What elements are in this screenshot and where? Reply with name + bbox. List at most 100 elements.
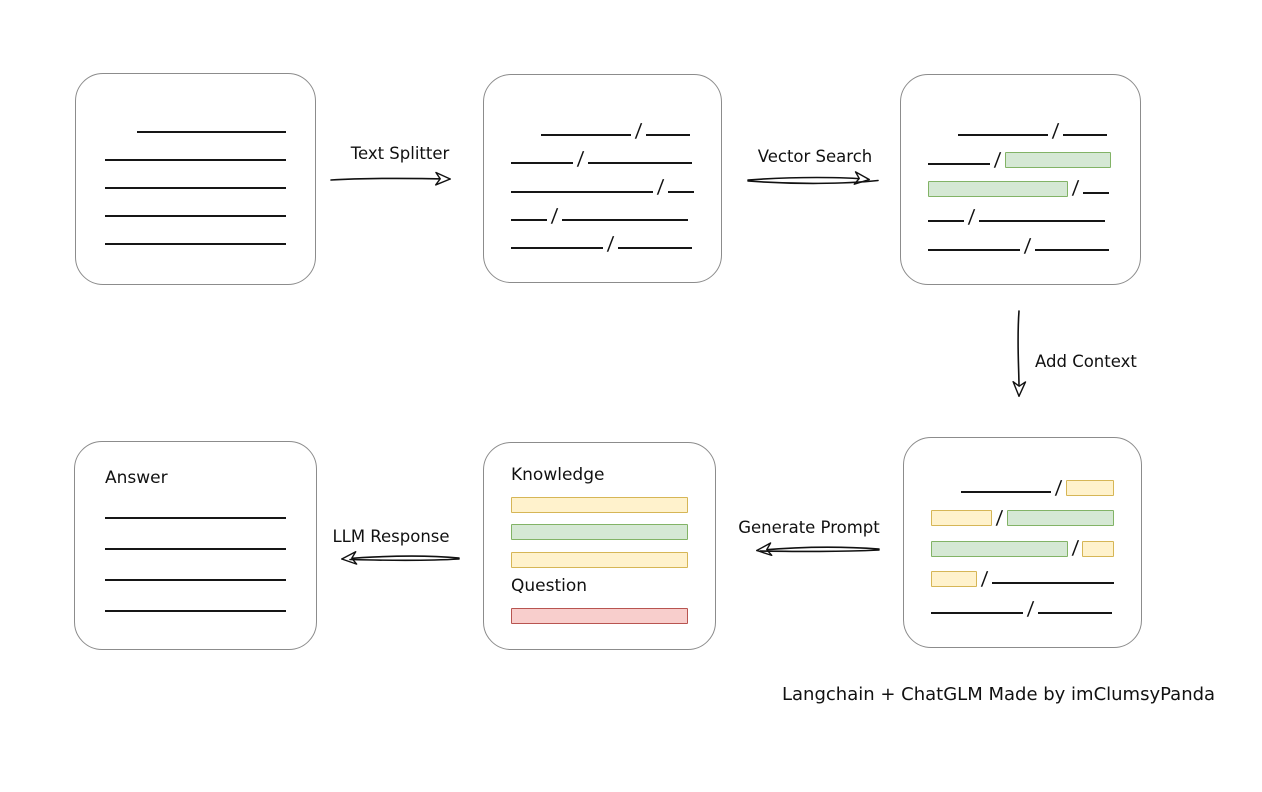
text-line (105, 159, 286, 161)
segment-row: / (931, 474, 1114, 499)
text-splitter-arrow (330, 171, 451, 186)
text-line (928, 162, 990, 165)
segment-row (511, 549, 688, 569)
segment-row: / (928, 232, 1113, 257)
highlight-chip-yellow (931, 510, 993, 527)
source-document-box (75, 73, 316, 285)
text-line (136, 131, 286, 133)
highlight-chip-yellow (931, 570, 977, 587)
segment-row: / (928, 175, 1113, 200)
slash-separator: / (606, 232, 615, 255)
segment-row (511, 605, 688, 625)
box-label: Knowledge (511, 465, 605, 485)
segment-row (105, 142, 286, 162)
text-line (588, 162, 692, 165)
box-label: Answer (105, 468, 168, 488)
spacer (931, 493, 961, 494)
segment-row (105, 170, 286, 190)
text-line (961, 491, 1051, 493)
slash-separator: / (967, 206, 976, 229)
slash-separator: / (993, 148, 1002, 171)
segment-row (511, 494, 688, 514)
spacer (105, 133, 137, 134)
text-line (105, 517, 286, 520)
slash-separator: / (1054, 476, 1063, 499)
text-line (511, 247, 603, 249)
segment-row: / (928, 117, 1113, 142)
spacer (928, 136, 958, 137)
segment-row: Question (511, 576, 688, 597)
text-line (105, 579, 286, 582)
vector-search-label: Vector Search (757, 147, 873, 166)
highlight-chip-yellow (511, 496, 688, 513)
segment-row: / (511, 117, 694, 142)
segment-row (105, 114, 286, 134)
slash-separator: / (576, 148, 585, 171)
generate-prompt-arrow (756, 542, 880, 557)
segment-row: / (511, 230, 694, 255)
segment-row (105, 198, 286, 218)
text-line (931, 612, 1023, 614)
highlight-chip-yellow (1082, 540, 1114, 557)
segment-row (105, 226, 286, 246)
highlight-chip-yellow (1066, 480, 1114, 496)
text-line (511, 190, 653, 193)
text-line (928, 249, 1020, 251)
added-context-box: / / / / / (903, 437, 1142, 648)
segment-row: / (928, 203, 1113, 229)
text-splitter-label: Text Splitter (350, 144, 450, 163)
segment-row (105, 593, 286, 613)
text-line (1083, 191, 1109, 194)
text-line (105, 243, 286, 245)
segment-row: / (511, 174, 694, 198)
segment-row: / (511, 202, 694, 227)
highlight-chip-green (1007, 510, 1114, 527)
highlight-chip-green (931, 540, 1068, 557)
segment-row: / (931, 535, 1114, 559)
text-line (646, 134, 690, 136)
highlight-chip-red (511, 608, 688, 624)
slash-separator: / (1023, 234, 1032, 257)
text-line (511, 162, 573, 165)
text-line (105, 187, 286, 189)
highlight-chip-green (928, 180, 1068, 197)
segment-row: / (931, 565, 1114, 590)
slash-separator: / (1071, 177, 1080, 200)
text-line (992, 581, 1114, 584)
highlight-chip-yellow (511, 551, 688, 568)
segment-row: Knowledge (511, 465, 688, 486)
text-line (105, 215, 286, 217)
segment-row: / (511, 145, 694, 171)
highlight-chip-green (511, 524, 688, 541)
slash-separator: / (634, 119, 643, 142)
text-line (541, 134, 631, 136)
slash-separator: / (980, 567, 989, 590)
segment-row (511, 521, 688, 541)
credit-caption: Langchain + ChatGLM Made by imClumsyPand… (782, 684, 1216, 705)
split-chunks-box: / / / / / (483, 74, 722, 283)
add-context-label: Add Context (1035, 352, 1137, 371)
slash-separator: / (1026, 597, 1035, 620)
llm-response-label: LLM Response (332, 527, 450, 546)
slash-separator: / (995, 507, 1004, 530)
text-line (105, 548, 286, 551)
segment-row (105, 500, 286, 520)
box-label: Question (511, 576, 588, 597)
text-line (1063, 134, 1107, 136)
spacer (511, 136, 541, 137)
add-context-arrow (1012, 310, 1027, 397)
text-line (562, 218, 688, 221)
llm-response-arrow (341, 551, 460, 565)
segment-row: / (931, 504, 1114, 530)
text-line (1038, 612, 1112, 614)
segment-row: / (931, 595, 1114, 620)
slash-separator: / (1051, 119, 1060, 142)
generate-prompt-label: Generate Prompt (738, 518, 880, 537)
answer-box: Answer (74, 441, 317, 650)
text-line (105, 610, 286, 612)
text-line (668, 190, 694, 193)
vector-search-result-box: / / / / / (900, 74, 1141, 285)
segment-row: / (928, 146, 1113, 171)
